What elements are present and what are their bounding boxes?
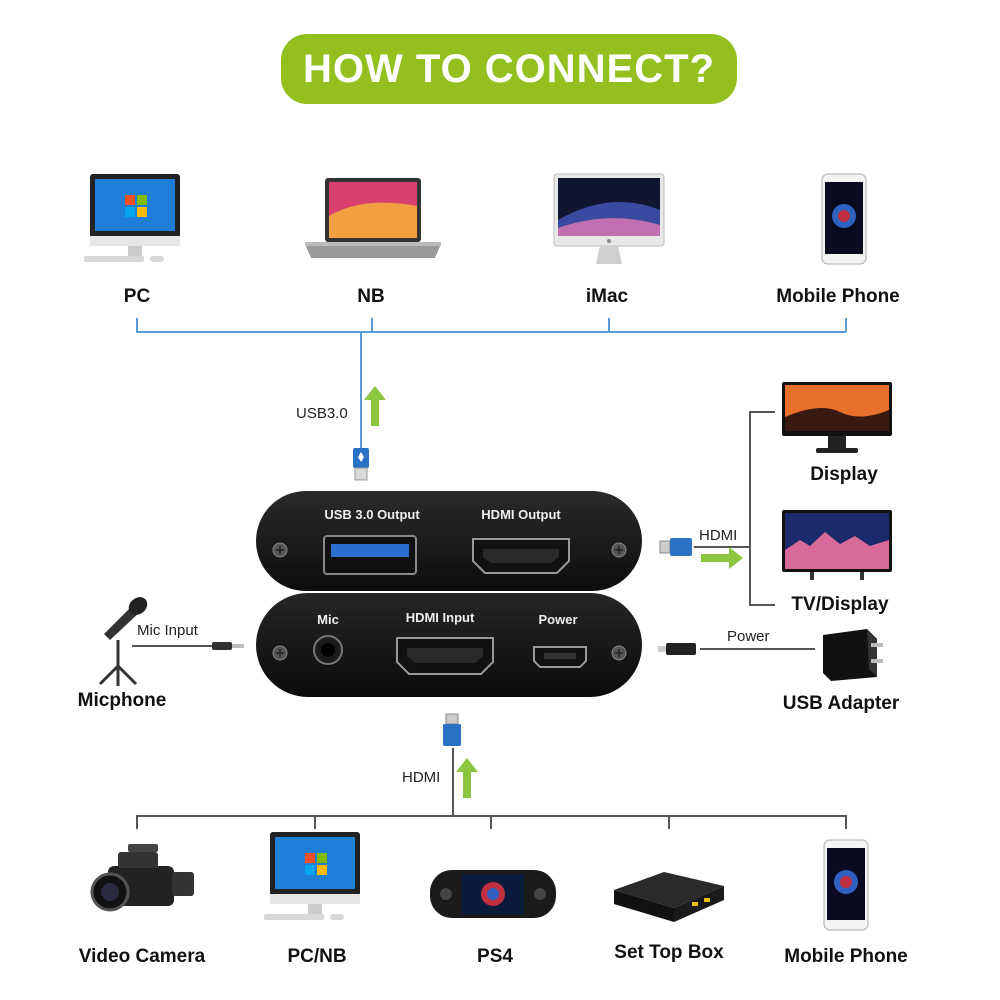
right-bracket-line [749,411,751,606]
top-connector-tick [371,318,373,332]
mobile-phone-icon [823,839,869,931]
hdmi-plug-icon [659,538,692,556]
micro-usb-plug-icon [658,643,696,655]
top-connector-tick [845,318,847,332]
mic-cable-line [132,645,212,647]
micro-usb-power-port-icon[interactable] [532,645,588,669]
device-label-mobile-phone-bottom: Mobile Phone [784,946,908,967]
port-label-mic: Mic [317,612,339,627]
device-label-micphone: Micphone [77,690,167,711]
microphone-icon [98,597,148,686]
top-connector-tick [608,318,610,332]
hdmi-out-connection-label: HDMI [699,527,738,544]
page-title: HOW TO CONNECT? [302,46,715,91]
port-label-power: Power [538,612,578,627]
usb-cable-line [360,331,362,449]
device-label-mobile-phone-top: Mobile Phone [776,286,900,307]
device-label-pc-nb: PC/NB [287,946,347,967]
screw-icon [272,645,288,661]
screw-icon [611,542,627,558]
device-label-set-top-box: Set Top Box [614,942,724,963]
device-label-tv-display: TV/Display [791,594,889,615]
hdmi-out-cable-line [694,546,750,548]
hdmi-output-port-icon[interactable] [471,537,571,575]
power-cable-line [700,648,815,650]
hdmi-plug-icon [443,713,461,746]
usb-connection-label: USB3.0 [296,405,348,422]
usb-plug-icon [353,448,369,481]
set-top-box-icon [614,872,724,922]
bottom-connector-tick [136,815,138,829]
hdmi-input-port-icon[interactable] [395,636,495,676]
screw-icon [611,645,627,661]
bottom-connector-tick [668,815,670,829]
display-icon [782,382,892,453]
right-arrow-icon [701,547,743,569]
laptop-icon [305,178,441,258]
handheld-console-icon [430,870,556,918]
port-label-hdmi-out: HDMI Output [481,507,561,522]
hdmi-in-cable-line [452,748,454,816]
tv-icon [782,510,892,580]
bottom-connector-tick [845,815,847,829]
device-label-pc: PC [123,286,151,307]
usb-adapter-icon [823,629,883,681]
imac-icon [553,173,665,264]
device-label-usb-adapter: USB Adapter [782,693,900,714]
mic-jack-icon[interactable] [312,634,344,666]
port-label-usb-out: USB 3.0 Output [324,507,420,522]
capture-device-top-unit [256,491,642,591]
bottom-connector-tick [314,815,316,829]
right-bracket-tick [749,411,775,413]
screw-icon [272,542,288,558]
device-label-nb: NB [357,286,385,307]
up-arrow-icon [364,386,386,426]
bottom-connector-tick [490,815,492,829]
right-bracket-tick [749,604,775,606]
pc-monitor-icon [264,832,360,920]
device-label-video-camera: Video Camera [78,946,206,967]
up-arrow-icon [456,758,478,798]
top-connector-line [136,331,846,333]
title-banner: HOW TO CONNECT? [281,34,737,104]
device-label-imac: iMac [585,286,629,307]
device-label-ps4: PS4 [477,946,513,967]
mic-connection-label: Mic Input [137,622,198,639]
mobile-phone-icon [821,173,867,265]
top-connector-tick [136,318,138,332]
hdmi-in-connection-label: HDMI [402,769,441,786]
audio-jack-plug-icon [212,642,244,650]
video-camera-icon [90,844,194,912]
power-connection-label: Power [727,628,770,645]
pc-monitor-icon [84,174,180,262]
usb-port-icon[interactable] [323,535,417,575]
port-label-hdmi-in: HDMI Input [405,610,475,625]
device-label-display: Display [810,464,878,485]
